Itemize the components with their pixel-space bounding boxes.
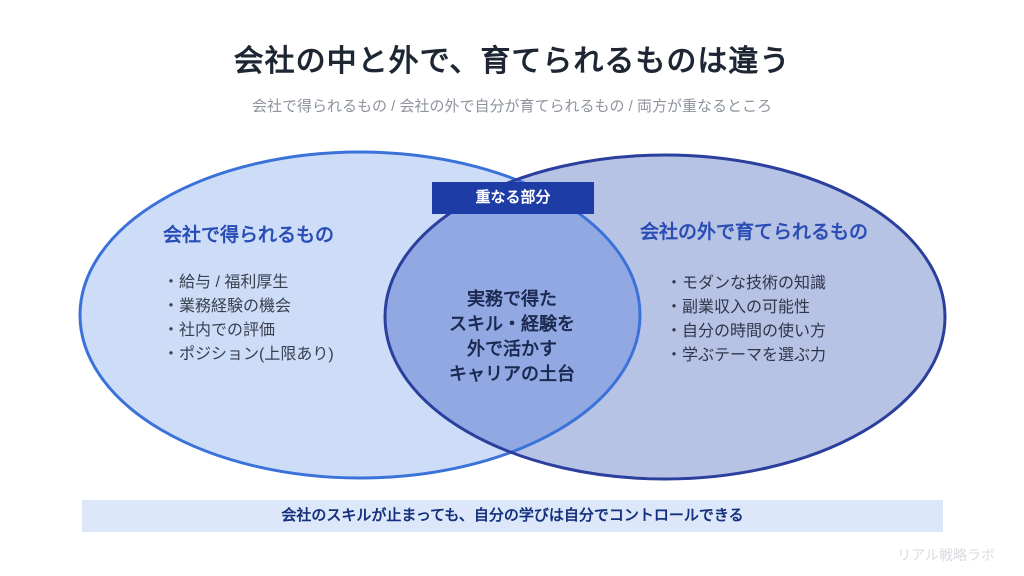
page-title: 会社の中と外で、育てられるものは違う bbox=[233, 45, 791, 78]
list-item: ・モダンな技術の知識 bbox=[666, 275, 827, 292]
page-subtitle: 会社で得られるもの / 会社の外で自分が育てられるもの / 両方が重なるところ bbox=[251, 98, 772, 115]
left-ellipse-border bbox=[78, 150, 642, 480]
right-ellipse-border bbox=[383, 153, 947, 481]
list-item: ・学ぶテーマを選ぶ力 bbox=[666, 347, 827, 364]
right-circle-list: ・モダンな技術の知識 ・副業収入の可能性 ・自分の時間の使い方 ・学ぶテーマを選… bbox=[666, 272, 826, 368]
overlap-badge: 重なる部分 bbox=[432, 182, 594, 214]
overlap-text-line: 実務で得た bbox=[467, 289, 557, 309]
list-item: ・副業収入の可能性 bbox=[666, 299, 811, 316]
list-item: ・業務経験の機会 bbox=[163, 298, 292, 315]
list-item: ・社内での評価 bbox=[163, 322, 276, 339]
left-circle-list: ・給与 / 福利厚生 ・業務経験の機会 ・社内での評価 ・ポジション(上限あり) bbox=[163, 271, 334, 367]
right-circle-heading: 会社の外で育てられるもの bbox=[640, 222, 869, 243]
left-circle-heading: 会社で得られるもの bbox=[163, 225, 335, 246]
list-item: ・ポジション(上限あり) bbox=[163, 346, 334, 363]
bottom-banner: 会社のスキルが止まっても、自分の学びは自分でコントロールできる bbox=[82, 500, 943, 532]
overlap-text-line: キャリアの土台 bbox=[449, 364, 575, 384]
list-item: ・給与 / 福利厚生 bbox=[163, 274, 289, 291]
overlap-text: 実務で得た スキル・経験を 外で活かす キャリアの土台 bbox=[402, 287, 622, 387]
list-item: ・自分の時間の使い方 bbox=[666, 323, 827, 340]
overlap-text-line: スキル・経験を bbox=[449, 314, 575, 334]
watermark: リアル戦略ラボ bbox=[897, 547, 995, 563]
overlap-text-line: 外で活かす bbox=[467, 339, 557, 359]
overlap-region bbox=[385, 155, 640, 478]
